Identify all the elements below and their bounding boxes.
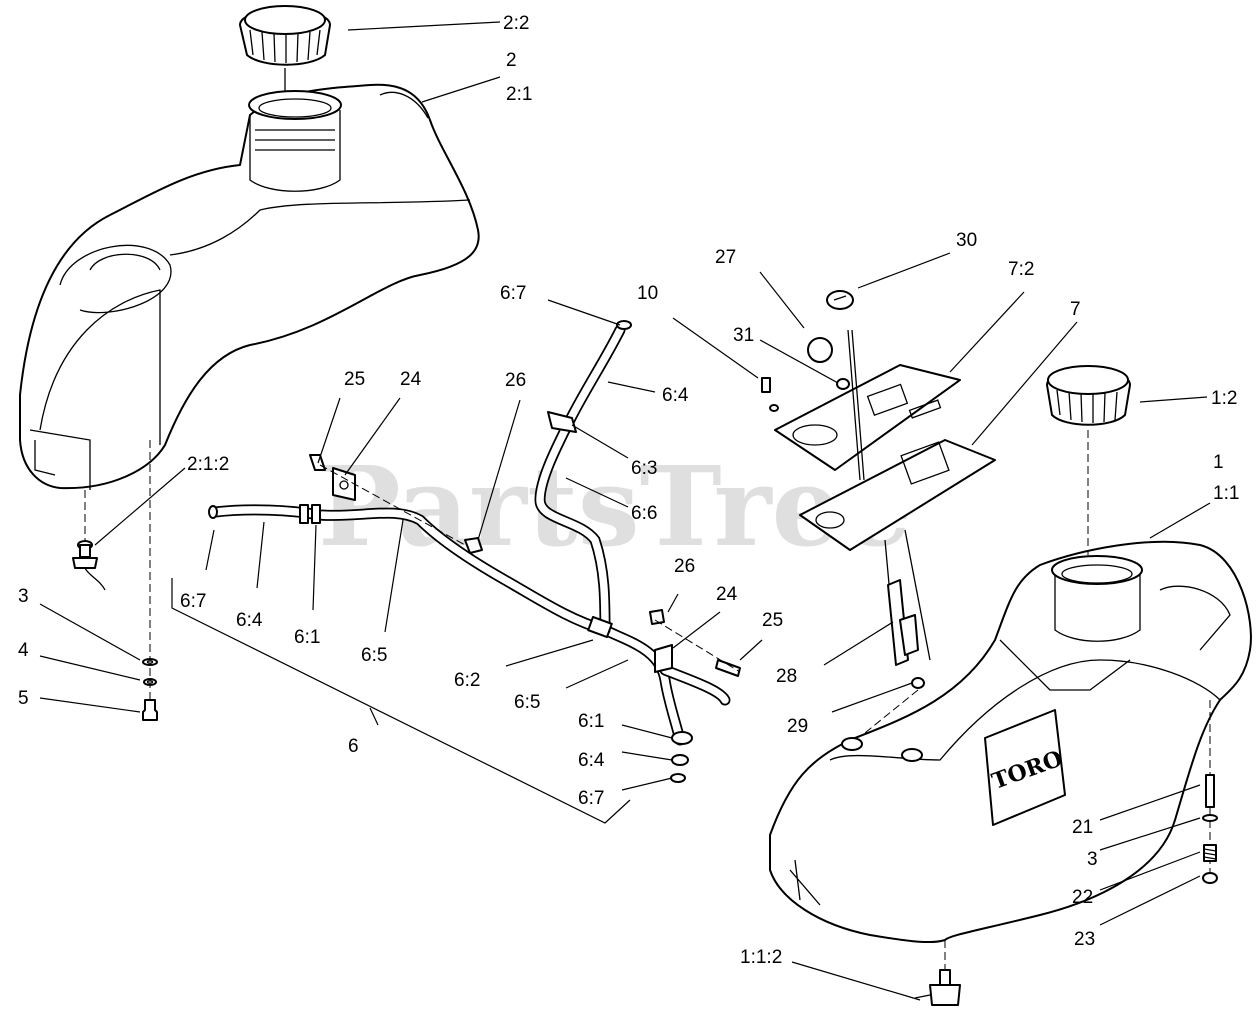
callout-26-left: 26 bbox=[505, 370, 526, 391]
callout-26-right: 26 bbox=[674, 556, 695, 577]
leader-lines bbox=[39, 21, 1211, 1001]
callout-27: 27 bbox=[715, 247, 736, 268]
left-clamp-axis bbox=[319, 464, 466, 546]
nut-26-right[interactable] bbox=[649, 609, 665, 625]
hose-clamp-6-1-lower[interactable] bbox=[670, 731, 693, 783]
callout-25-left: 25 bbox=[344, 369, 365, 390]
nut-26-left[interactable] bbox=[464, 537, 483, 554]
callout-2: 2 bbox=[506, 50, 517, 71]
callout-2-2: 2:2 bbox=[503, 13, 529, 34]
callout-31: 31 bbox=[733, 325, 754, 346]
valve-bracket-plate-7[interactable] bbox=[799, 439, 996, 551]
callout-1-1-2: 1:1:2 bbox=[740, 947, 782, 968]
callout-7-2: 7:2 bbox=[1008, 259, 1034, 280]
left-fuel-cap[interactable] bbox=[239, 5, 331, 66]
callout-6-4-lower: 6:4 bbox=[578, 750, 605, 771]
callout-7: 7 bbox=[1070, 299, 1081, 320]
valve-decal-plate-7-2[interactable] bbox=[774, 364, 961, 471]
screw-10[interactable] bbox=[761, 377, 779, 412]
callout-2-1: 2:1 bbox=[506, 84, 532, 105]
tee-fitting-6-2[interactable] bbox=[587, 616, 613, 638]
hose-clamp-6-1-left[interactable] bbox=[299, 504, 321, 524]
callout-29: 29 bbox=[787, 716, 808, 737]
left-fuel-tank[interactable] bbox=[19, 83, 480, 490]
left-bolt-5[interactable] bbox=[142, 699, 158, 721]
left-fuel-shutoff-valve[interactable] bbox=[72, 540, 106, 591]
callout-6-4-top: 6:4 bbox=[662, 385, 689, 406]
callout-4: 4 bbox=[18, 640, 29, 661]
hose-clamp-6-3[interactable] bbox=[547, 411, 577, 433]
p-clamp-24-right[interactable] bbox=[654, 644, 673, 673]
callout-6-6: 6:6 bbox=[631, 503, 657, 524]
hose-end-fitting-top[interactable] bbox=[616, 320, 632, 330]
knob-30[interactable] bbox=[826, 290, 854, 310]
callout-3-left: 3 bbox=[18, 586, 29, 607]
right-fuel-shutoff-valve[interactable] bbox=[914, 969, 961, 1006]
callout-1-2: 1:2 bbox=[1211, 388, 1237, 409]
callout-5: 5 bbox=[18, 688, 29, 709]
callout-labels: 2:2 2 2:1 2:1:2 3 4 5 25 24 26 6:7 6:4 6… bbox=[18, 13, 1239, 968]
callout-6-7-top: 6:7 bbox=[500, 283, 526, 304]
callout-30: 30 bbox=[956, 230, 977, 251]
callout-24-right: 24 bbox=[716, 584, 738, 605]
callout-22: 22 bbox=[1072, 887, 1093, 908]
callout-3-right: 3 bbox=[1087, 849, 1098, 870]
watermark-text: PartsTree bbox=[318, 442, 912, 571]
right-clamp-axis bbox=[654, 619, 741, 673]
callout-28: 28 bbox=[776, 666, 797, 687]
callout-6-7-lower: 6:7 bbox=[578, 788, 604, 809]
callout-6-5-left: 6:5 bbox=[361, 645, 387, 666]
right-fuel-tank[interactable]: TORO bbox=[769, 540, 1252, 944]
right-fuel-cap[interactable] bbox=[1046, 365, 1131, 426]
callout-10: 10 bbox=[637, 283, 658, 304]
callout-1-1: 1:1 bbox=[1213, 483, 1239, 504]
shutoff-valve-linkage[interactable] bbox=[847, 329, 931, 666]
stud-21[interactable] bbox=[1205, 774, 1215, 808]
callout-25-right: 25 bbox=[762, 610, 783, 631]
callout-6-4-left: 6:4 bbox=[236, 610, 263, 631]
washer-3-right[interactable] bbox=[1202, 814, 1218, 822]
ball-knob-27[interactable] bbox=[807, 337, 833, 363]
callout-24-left: 24 bbox=[400, 369, 422, 390]
callout-6-5-right: 6:5 bbox=[514, 692, 540, 713]
callout-2-1-2: 2:1:2 bbox=[187, 454, 229, 475]
callout-6-7-left: 6:7 bbox=[180, 591, 206, 612]
callout-6-2: 6:2 bbox=[454, 670, 480, 691]
spring-22[interactable] bbox=[1203, 844, 1217, 862]
callout-6: 6 bbox=[348, 736, 359, 757]
callout-23: 23 bbox=[1074, 929, 1095, 950]
left-washer-3[interactable] bbox=[142, 658, 158, 666]
washer-31[interactable] bbox=[836, 378, 850, 390]
bolt-25-right[interactable] bbox=[715, 659, 741, 677]
callout-1: 1 bbox=[1213, 452, 1224, 473]
callout-6-1-lower: 6:1 bbox=[578, 711, 604, 732]
p-clamp-24-left[interactable] bbox=[332, 467, 356, 501]
callout-6-1-left: 6:1 bbox=[294, 627, 320, 648]
left-washer-4[interactable] bbox=[143, 678, 157, 686]
hose-end-fitting-left[interactable] bbox=[208, 505, 218, 519]
callout-21: 21 bbox=[1072, 817, 1093, 838]
nut-29[interactable] bbox=[911, 677, 925, 689]
callout-6-3: 6:3 bbox=[631, 458, 657, 479]
nut-23[interactable] bbox=[1202, 872, 1218, 884]
